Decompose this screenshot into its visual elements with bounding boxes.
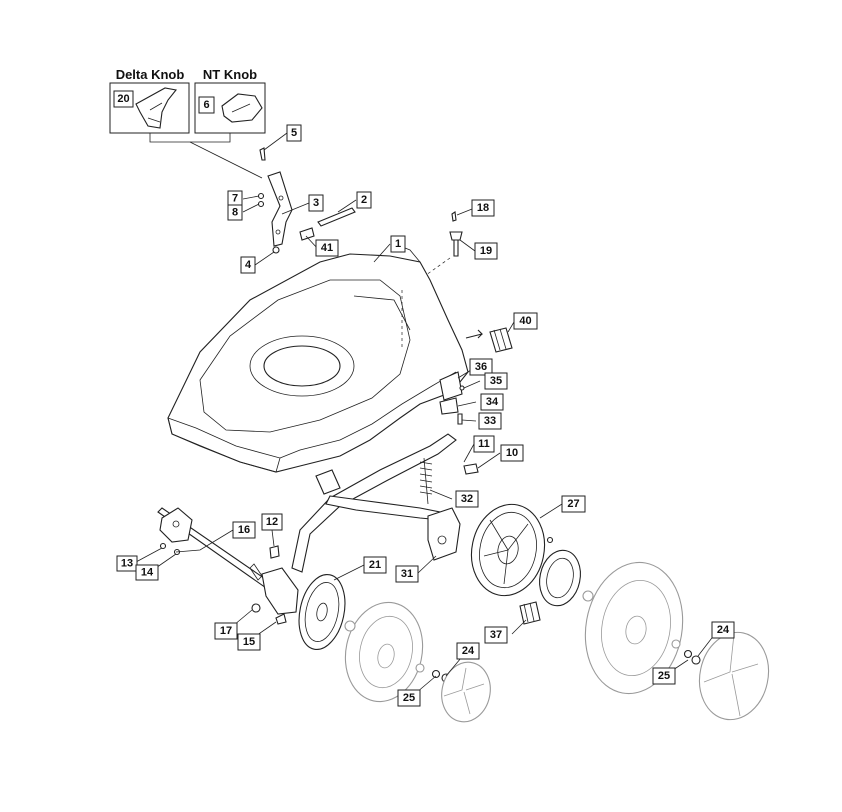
callout-7: 7 — [227, 190, 243, 207]
callout-40: 40 — [513, 312, 538, 330]
callout-20: 20 — [113, 90, 134, 108]
svg-text:13: 13 — [121, 558, 133, 570]
front-hubcap — [431, 661, 491, 723]
svg-text:14: 14 — [141, 567, 154, 579]
pinion-gear — [519, 601, 541, 625]
callout-24-front: 24 — [456, 642, 480, 660]
svg-text:7: 7 — [232, 193, 238, 205]
svg-text:17: 17 — [220, 625, 232, 637]
nt-knob-panel: NT Knob — [194, 67, 266, 134]
callout-3: 3 — [308, 194, 324, 212]
callout-6: 6 — [198, 96, 215, 114]
svg-text:40: 40 — [519, 315, 531, 327]
callout-12: 12 — [261, 513, 283, 531]
drive-gear — [465, 327, 513, 353]
delta-knob-panel: Delta Knob — [109, 67, 190, 134]
callout-17: 17 — [214, 622, 238, 640]
delta-knob-image — [135, 87, 178, 129]
handle-bracket — [257, 147, 356, 254]
callout-27: 27 — [561, 495, 586, 513]
svg-text:3: 3 — [313, 197, 319, 209]
rear-hubcap — [683, 631, 770, 721]
front-wheel-disc — [298, 574, 346, 650]
svg-text:24: 24 — [717, 624, 730, 636]
callout-36: 36 — [469, 358, 493, 376]
svg-text:20: 20 — [117, 93, 129, 105]
callout-14: 14 — [135, 564, 159, 581]
callout-10: 10 — [500, 444, 524, 462]
svg-text:5: 5 — [291, 127, 297, 139]
callout-34: 34 — [480, 393, 504, 411]
svg-text:18: 18 — [477, 202, 489, 214]
callout-32: 32 — [455, 490, 479, 508]
svg-text:15: 15 — [243, 636, 255, 648]
svg-text:37: 37 — [490, 629, 502, 641]
svg-text:6: 6 — [203, 99, 209, 111]
svg-text:25: 25 — [658, 670, 670, 682]
svg-text:16: 16 — [238, 524, 250, 536]
front-wheel — [344, 601, 425, 703]
height-spring — [419, 457, 433, 505]
rear-ring-gear — [539, 549, 581, 607]
callout-21: 21 — [363, 556, 387, 574]
callout-24-rear: 24 — [711, 621, 735, 639]
svg-text:36: 36 — [475, 361, 487, 373]
callout-18: 18 — [471, 199, 495, 217]
nt-knob-title: NT Knob — [203, 67, 257, 82]
svg-text:8: 8 — [232, 207, 238, 219]
svg-text:31: 31 — [401, 568, 413, 580]
svg-text:25: 25 — [403, 692, 415, 704]
callout-25-rear: 25 — [652, 667, 676, 685]
callout-5: 5 — [286, 124, 302, 142]
front-axle — [157, 507, 299, 625]
callout-41: 41 — [315, 239, 339, 257]
nt-knob-image — [221, 93, 263, 123]
rear-gear-disc — [470, 503, 554, 597]
svg-text:34: 34 — [486, 396, 499, 408]
callout-13: 13 — [116, 555, 138, 572]
callout-8: 8 — [227, 204, 243, 221]
callout-4: 4 — [240, 256, 256, 274]
callout-19: 19 — [474, 242, 498, 260]
callout-35: 35 — [484, 372, 508, 390]
height-lever-bracket — [439, 371, 465, 425]
svg-text:11: 11 — [478, 438, 490, 450]
rear-axle-assembly — [291, 433, 479, 573]
svg-text:35: 35 — [490, 375, 502, 387]
svg-text:19: 19 — [480, 245, 492, 257]
callout-37: 37 — [484, 626, 508, 644]
svg-text:33: 33 — [484, 415, 496, 427]
callout-15: 15 — [237, 633, 261, 651]
svg-text:4: 4 — [245, 259, 252, 271]
delta-knob-title: Delta Knob — [116, 67, 185, 82]
svg-text:1: 1 — [395, 238, 401, 250]
svg-text:41: 41 — [321, 242, 333, 254]
svg-text:10: 10 — [506, 447, 518, 459]
svg-text:21: 21 — [369, 559, 381, 571]
callout-25-front: 25 — [397, 689, 421, 707]
svg-text:12: 12 — [266, 516, 278, 528]
callout-16: 16 — [232, 521, 256, 539]
callout-2: 2 — [356, 191, 372, 209]
svg-text:24: 24 — [462, 645, 475, 657]
svg-text:32: 32 — [461, 493, 473, 505]
svg-text:27: 27 — [567, 498, 579, 510]
callout-1: 1 — [390, 235, 406, 253]
callout-31: 31 — [395, 565, 419, 583]
svg-text:2: 2 — [361, 194, 367, 206]
callout-33: 33 — [478, 412, 502, 430]
mower-deck — [167, 245, 469, 473]
rear-wheel — [582, 561, 684, 695]
callout-11: 11 — [473, 435, 495, 453]
